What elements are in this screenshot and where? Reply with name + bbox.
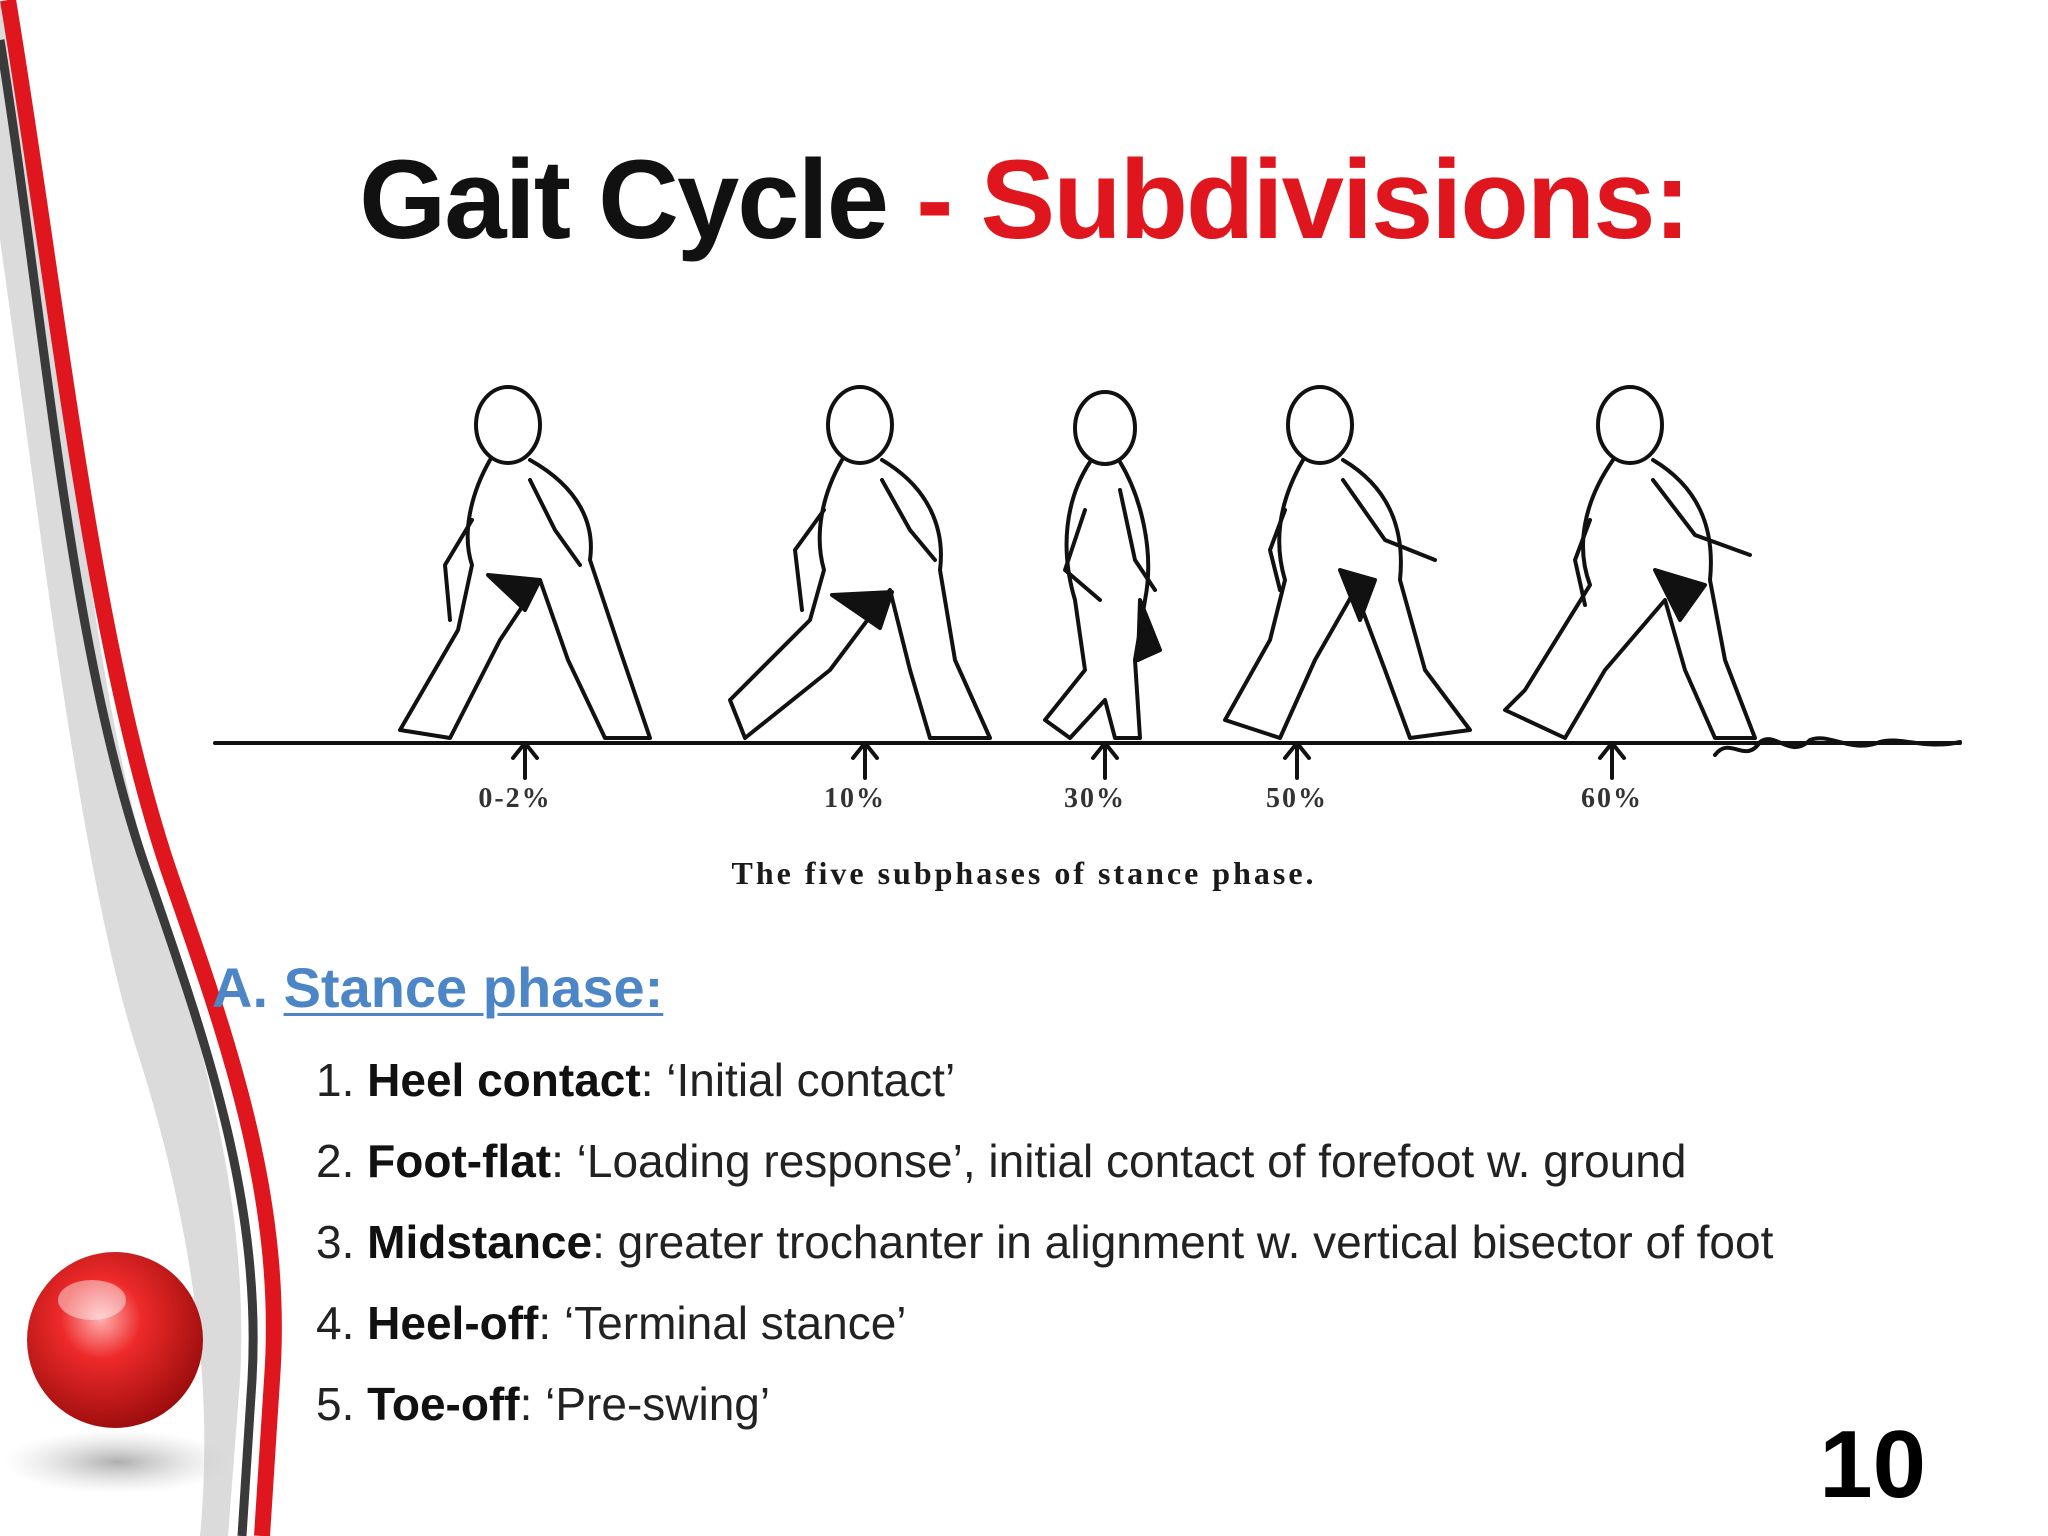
item-term: Heel-off (367, 1297, 539, 1349)
red-sphere (27, 1252, 203, 1428)
percent-label: 60% (1581, 783, 1643, 814)
list-item: 2. Foot-flat: ‘Loading response’, initia… (316, 1121, 1773, 1202)
figure-toe-off (1503, 385, 1757, 740)
arrow-marks (511, 741, 1626, 780)
percent-label: 0-2% (478, 783, 552, 814)
stance-heading-prefix: A. (212, 956, 284, 1019)
item-number: 3. (316, 1216, 368, 1268)
list-item: 4. Heel-off: ‘Terminal stance’ (316, 1283, 1773, 1364)
figure-midstance (1043, 390, 1162, 740)
page-number: 10 (1819, 1411, 1926, 1518)
figure-heel-off (1223, 385, 1472, 740)
dark-swoosh (0, 39, 258, 1536)
item-number: 2. (316, 1135, 368, 1187)
gait-illustration (213, 385, 1962, 780)
list-item: 1. Heel contact: ‘Initial contact’ (316, 1040, 1773, 1121)
item-number: 4. (316, 1297, 368, 1349)
percent-label: 50% (1266, 783, 1328, 814)
subphase-list: 1. Heel contact: ‘Initial contact’ 2. Fo… (316, 1040, 1773, 1445)
item-term: Toe-off (367, 1378, 520, 1430)
item-term: Foot-flat (367, 1135, 552, 1187)
item-term: Heel contact (367, 1054, 641, 1106)
sphere-shadow (3, 1430, 233, 1494)
red-swoosh (0, 0, 282, 1536)
percent-label: 30% (1064, 783, 1126, 814)
title-main: Gait Cycle (359, 137, 889, 262)
item-term: Midstance (367, 1216, 593, 1268)
item-description: : ‘Initial contact’ (640, 1054, 956, 1106)
page-title: Gait Cycle - Subdivisions: (0, 135, 2048, 264)
signature-scribble (1713, 736, 1962, 757)
list-item: 3. Midstance: greater trochanter in alig… (316, 1202, 1773, 1283)
item-description: : ‘Terminal stance’ (538, 1297, 907, 1349)
item-description: : ‘Loading response’, initial contact of… (551, 1135, 1687, 1187)
figure-foot-flat (728, 385, 992, 740)
list-item: 5. Toe-off: ‘Pre-swing’ (316, 1364, 1773, 1445)
stance-heading: A. Stance phase: (212, 955, 663, 1020)
figure-caption: The five subphases of stance phase. (731, 855, 1317, 891)
item-number: 1. (316, 1054, 368, 1106)
title-accent: - Subdivisions: (886, 137, 1691, 262)
item-description: : greater trochanter in alignment w. ver… (592, 1216, 1774, 1268)
item-number: 5. (316, 1378, 368, 1430)
figure-heel-contact (398, 385, 652, 740)
stance-phase-link[interactable]: Stance phase: (283, 956, 664, 1019)
percent-label: 10% (824, 783, 886, 814)
item-description: : ‘Pre-swing’ (519, 1378, 771, 1430)
